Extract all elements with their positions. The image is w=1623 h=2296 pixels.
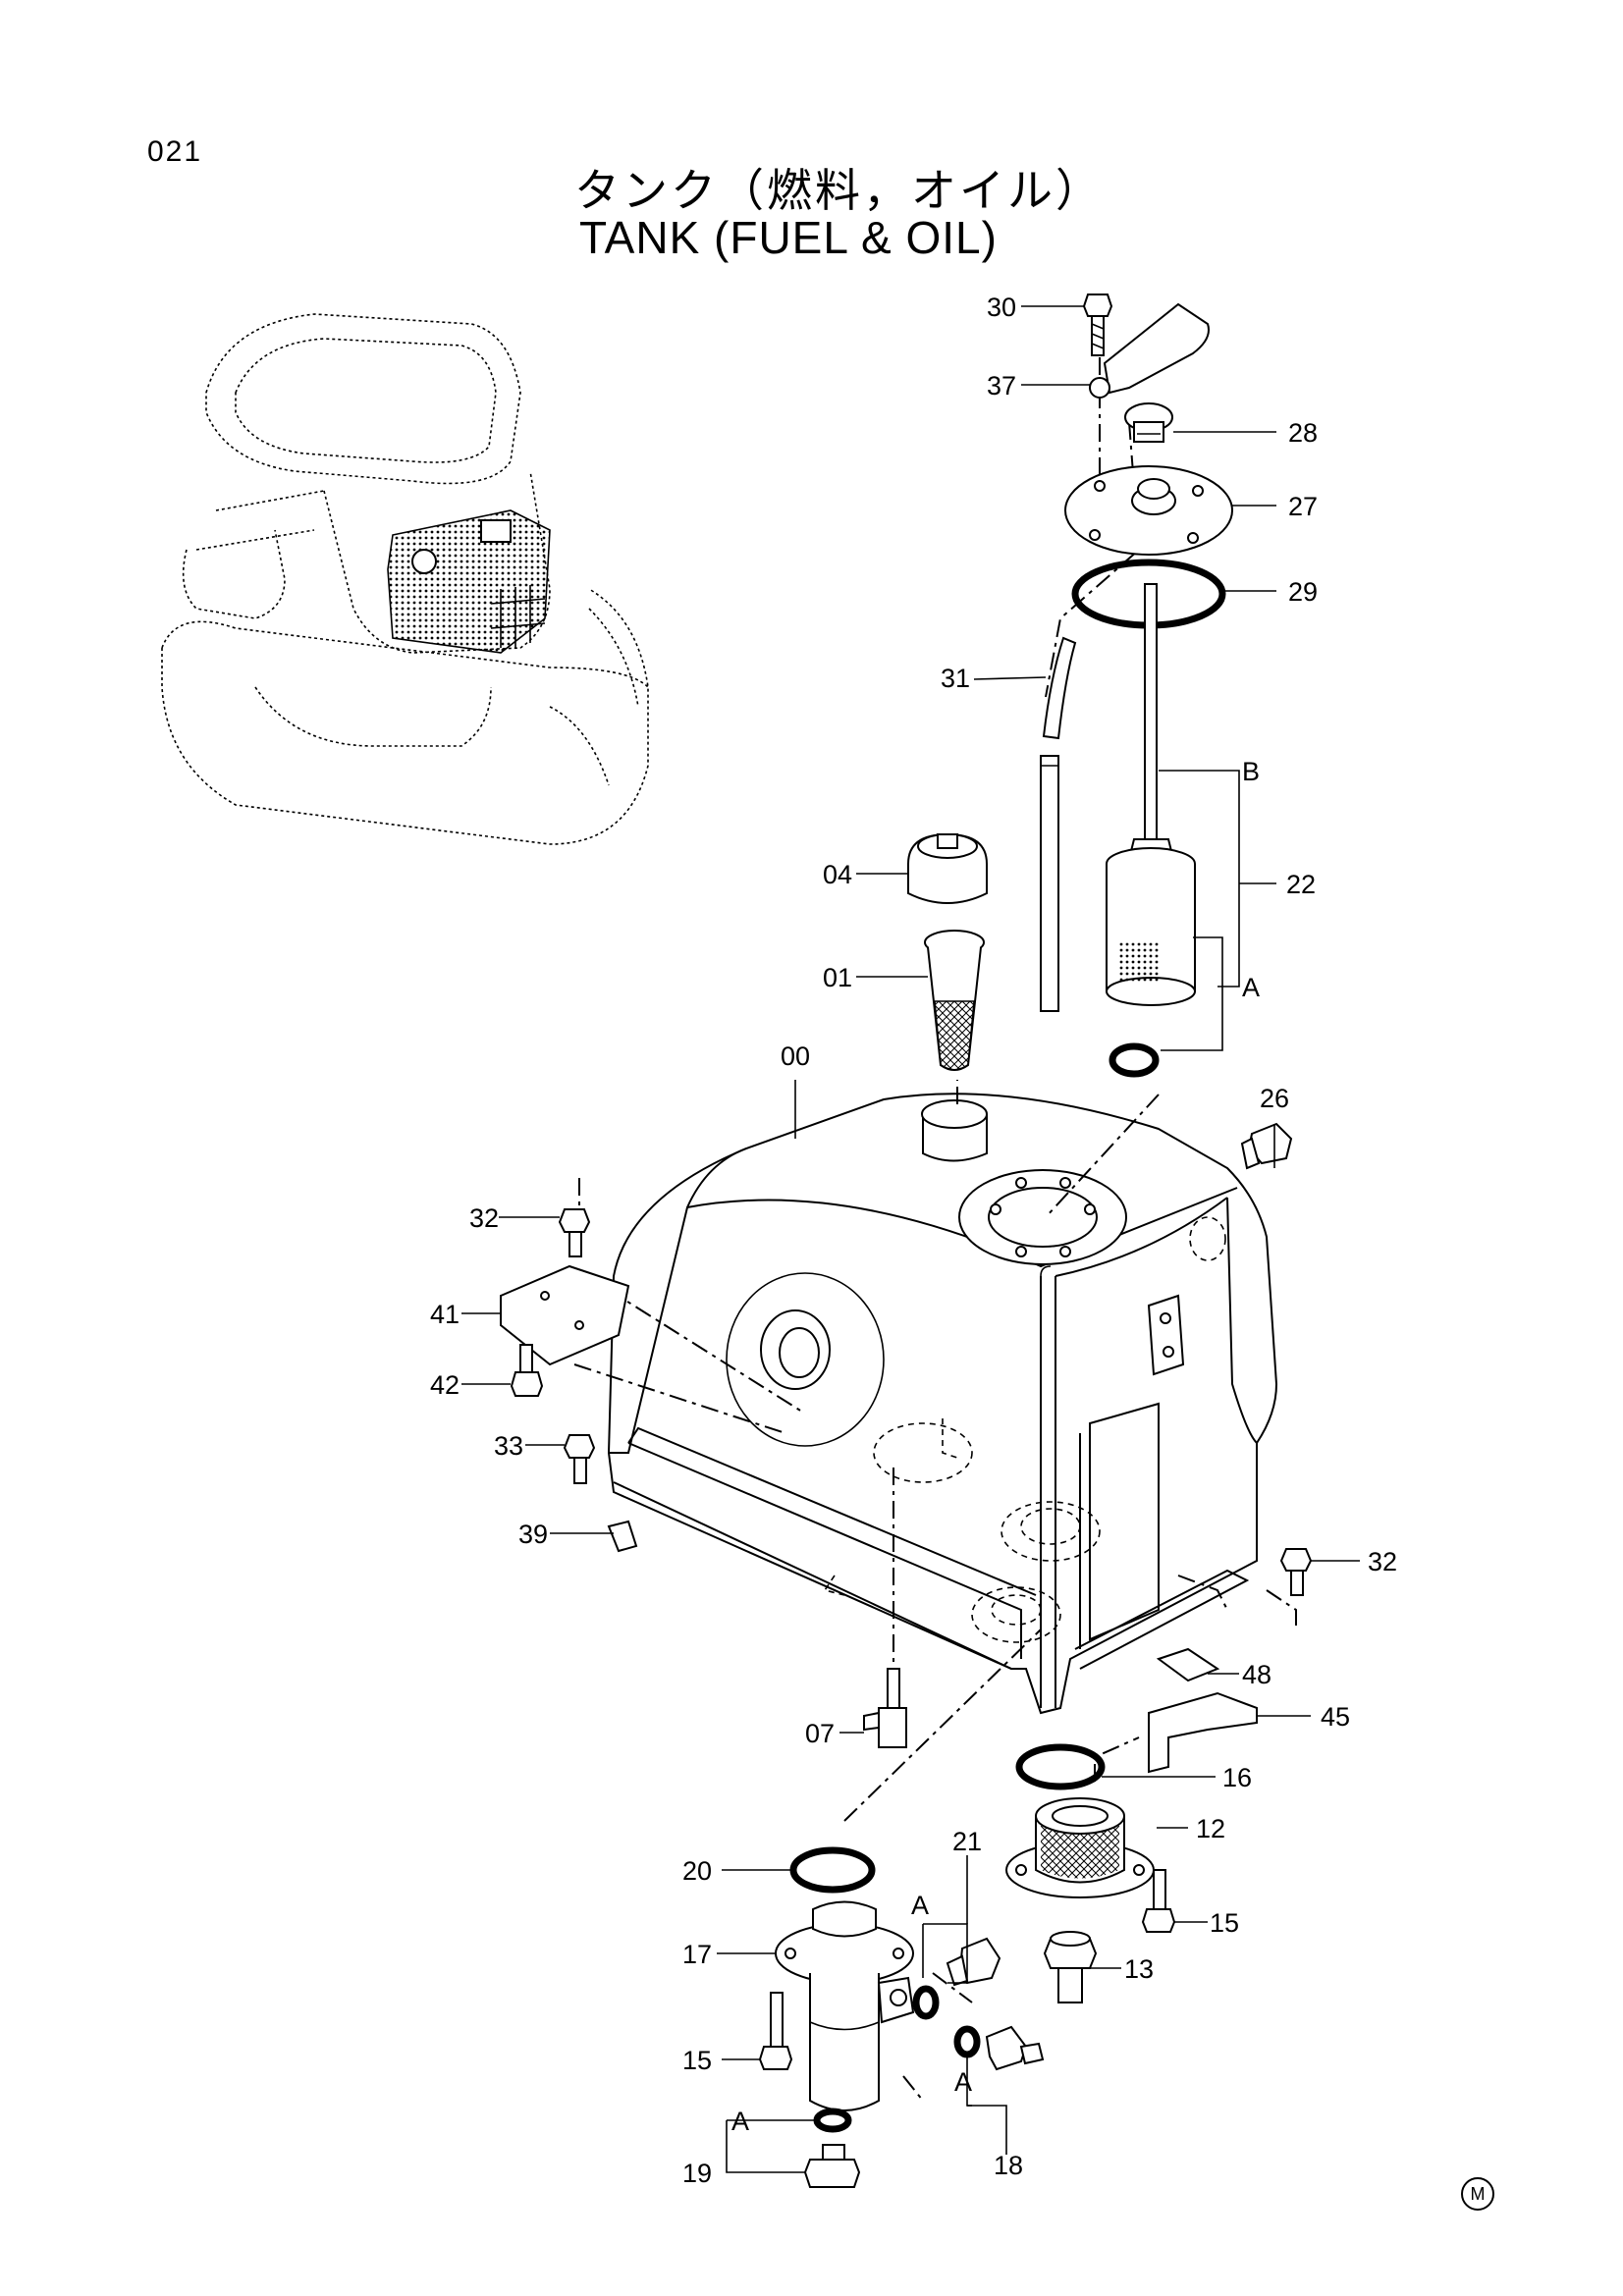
callout-20: 20 bbox=[682, 1856, 712, 1886]
callout-a-19: A bbox=[731, 2107, 749, 2136]
part-16-o-ring bbox=[1015, 1743, 1106, 1790]
callout-labels: 30 37 28 27 29 31 B 22 04 01 A 00 26 32 … bbox=[430, 293, 1397, 2188]
title-japanese: タンク（燃料，オイル） bbox=[574, 164, 1104, 217]
callout-28: 28 bbox=[1288, 418, 1318, 448]
leader-lines bbox=[461, 305, 1360, 2173]
callout-18: 18 bbox=[994, 2151, 1023, 2180]
callout-33: 33 bbox=[494, 1431, 523, 1461]
part-45-bracket bbox=[1148, 1691, 1258, 1774]
callout-00: 00 bbox=[781, 1041, 810, 1071]
callout-13: 13 bbox=[1124, 1954, 1154, 1984]
callout-12: 12 bbox=[1196, 1814, 1225, 1843]
part-07-drain-cock bbox=[863, 1668, 907, 1748]
assembly-lines bbox=[573, 324, 1297, 2102]
callout-a-22: A bbox=[1242, 973, 1260, 1002]
callout-26: 26 bbox=[1260, 1084, 1289, 1113]
part-31-hose bbox=[1040, 636, 1077, 1012]
part-32-bolt-left bbox=[558, 1208, 591, 1257]
callout-30: 30 bbox=[987, 293, 1016, 322]
callout-39: 39 bbox=[518, 1520, 548, 1549]
part-22-suction-filter bbox=[1106, 583, 1196, 1006]
machine-overview-drawing bbox=[161, 313, 649, 845]
part-39-clip bbox=[607, 1520, 638, 1553]
footer-mark: M bbox=[1461, 2177, 1494, 2211]
callout-15-left: 15 bbox=[682, 2046, 712, 2075]
callout-b: B bbox=[1242, 757, 1260, 786]
callout-42: 42 bbox=[430, 1370, 460, 1400]
part-33-bolt bbox=[563, 1434, 596, 1484]
callout-45: 45 bbox=[1321, 1702, 1350, 1732]
tank-body bbox=[607, 1093, 1278, 1715]
part-18-fitting bbox=[953, 2025, 1045, 2071]
callout-17: 17 bbox=[682, 1940, 712, 1969]
part-32-bolt-right bbox=[1279, 1548, 1313, 1596]
part-28-breather-cap bbox=[1124, 402, 1173, 443]
callout-32-left: 32 bbox=[469, 1203, 499, 1233]
callout-19: 19 bbox=[682, 2159, 712, 2188]
callout-37: 37 bbox=[987, 371, 1016, 400]
part-21-plug bbox=[912, 1937, 1001, 2020]
part-41-plate bbox=[500, 1264, 630, 1366]
callout-27: 27 bbox=[1288, 492, 1318, 521]
part-26-plug bbox=[1240, 1122, 1293, 1170]
callout-04: 04 bbox=[823, 860, 852, 889]
part-48-shim bbox=[1156, 1647, 1220, 1682]
part-27-cover-plate bbox=[1064, 465, 1233, 556]
title-english: TANK (FUEL & OIL) bbox=[579, 212, 998, 263]
callout-07: 07 bbox=[805, 1719, 835, 1748]
part-42-bolt bbox=[510, 1344, 544, 1397]
part-17-valve-body bbox=[775, 1900, 915, 2111]
part-12-filter bbox=[1005, 1797, 1155, 1898]
part-30-bolt bbox=[1082, 294, 1113, 356]
callout-15-right: 15 bbox=[1210, 1908, 1239, 1938]
callout-48: 48 bbox=[1242, 1660, 1271, 1689]
part-19-plug bbox=[803, 2108, 861, 2188]
callout-22: 22 bbox=[1286, 870, 1316, 899]
part-01-strainer bbox=[924, 930, 985, 1071]
callout-41: 41 bbox=[430, 1300, 460, 1329]
part-15-bolt-right bbox=[1141, 1869, 1176, 1933]
callout-01: 01 bbox=[823, 963, 852, 992]
callout-29: 29 bbox=[1288, 577, 1318, 607]
callout-31: 31 bbox=[941, 664, 970, 693]
part-13-nipple bbox=[1043, 1931, 1098, 2003]
callout-32-right: 32 bbox=[1368, 1547, 1397, 1576]
callout-a-18: A bbox=[954, 2067, 972, 2097]
callout-a-21: A bbox=[911, 1891, 929, 1920]
page-number: 021 bbox=[147, 135, 203, 168]
part-15-bolt-left bbox=[758, 1992, 793, 2070]
callout-21: 21 bbox=[952, 1827, 982, 1856]
bracket bbox=[1089, 302, 1210, 399]
part-o-ring-small-upper bbox=[1109, 1042, 1160, 1078]
part-20-o-ring bbox=[789, 1846, 876, 1894]
callout-16: 16 bbox=[1222, 1763, 1252, 1792]
part-04-fuel-cap bbox=[907, 832, 988, 904]
